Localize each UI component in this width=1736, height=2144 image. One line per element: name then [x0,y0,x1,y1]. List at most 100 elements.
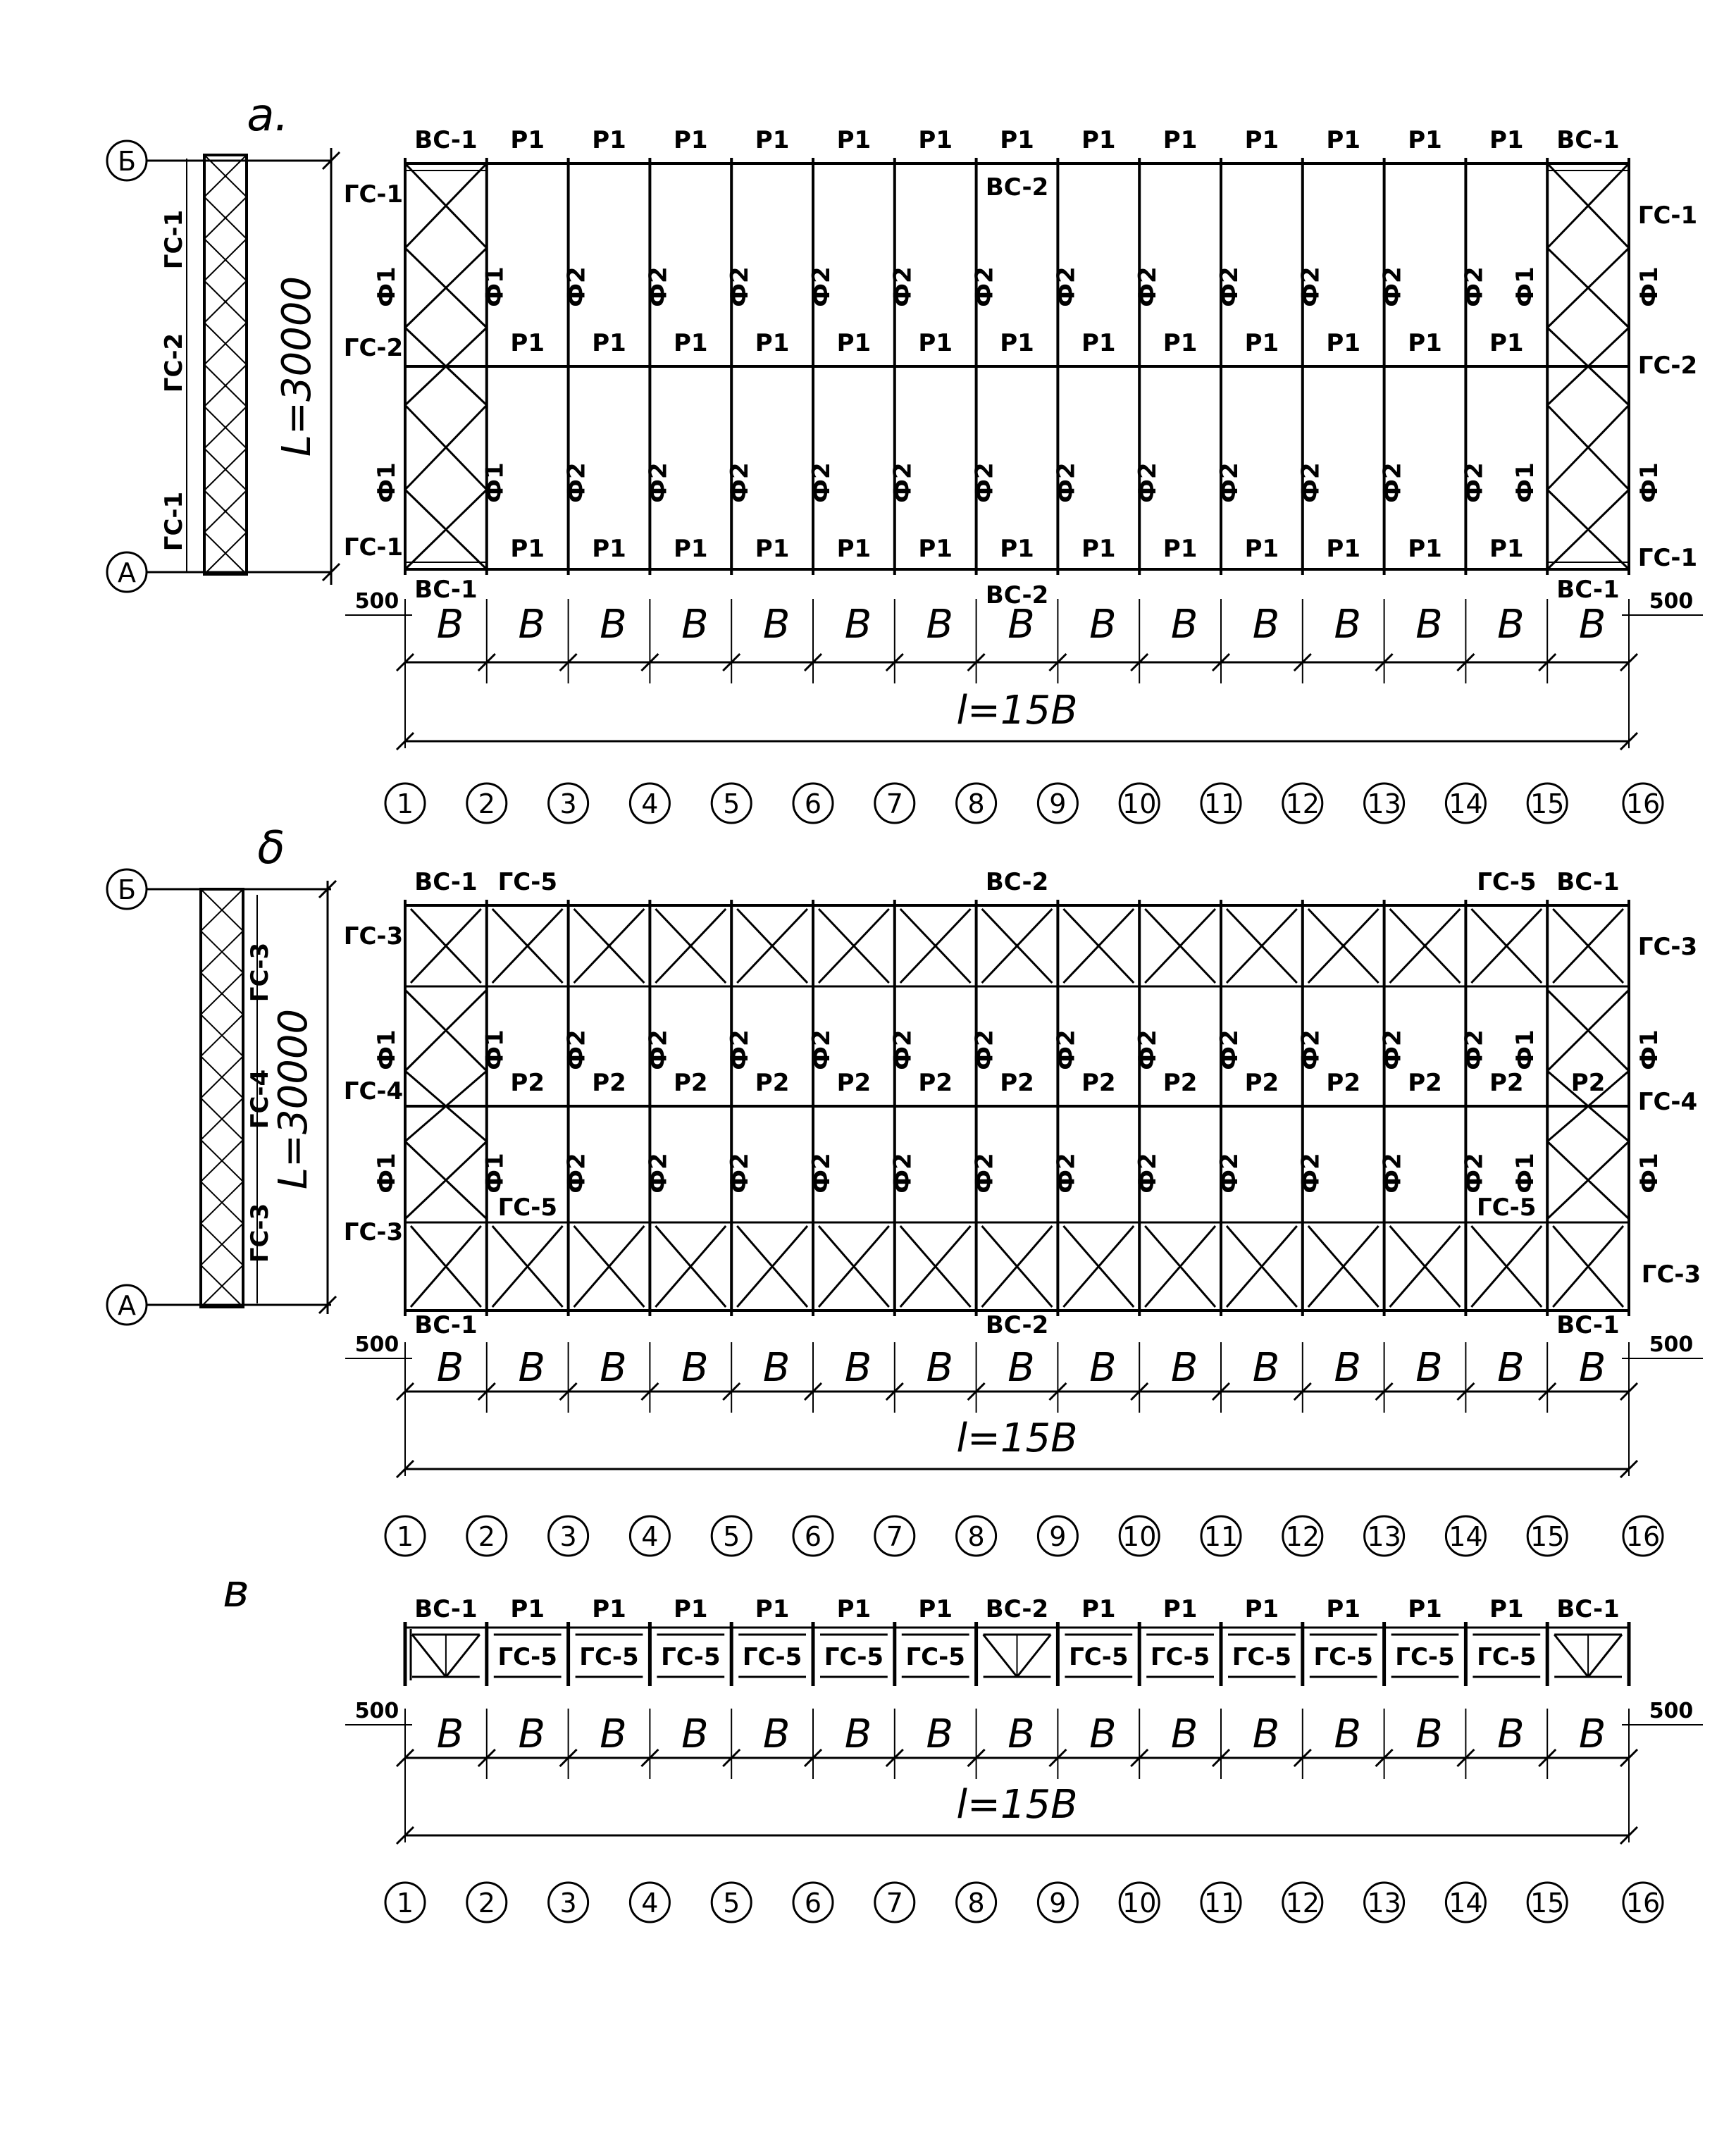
gs2-label: ГС-2 [1638,352,1697,380]
length-label: l=15B [956,688,1077,733]
axis-bubble-2 [466,782,508,824]
vs1-label: BC-1 [1556,576,1619,604]
p1-label: P1 [1489,535,1524,563]
axis-bubble-11 [1200,1515,1242,1557]
f-label: Ф2 [1134,1153,1162,1193]
f-label: Ф2 [1297,1153,1325,1193]
f-label: Ф2 [644,1029,672,1070]
elevation-brace [204,364,247,407]
vs1-label: BC-1 [414,126,477,154]
axis-bubble-16 [1622,1515,1664,1557]
cross-brace [404,1140,488,1220]
axis-bubble-14 [1444,1881,1487,1923]
axis-label-7: 7 [886,1888,903,1919]
gs1-label: ГС-1 [344,180,403,209]
cross-brace [404,162,488,249]
span-label-b: B [1579,1711,1606,1757]
horizontal-brace [1389,1225,1461,1308]
cross-brace [1546,162,1630,249]
f-label: Ф2 [1215,266,1244,306]
f-label: Ф2 [971,266,999,306]
f-label: Ф1 [481,1153,509,1193]
span-label-b: B [1497,1711,1524,1757]
gs5-label: ГС-5 [1477,868,1536,896]
axis-label-15: 15 [1530,1521,1564,1552]
f-label: Ф2 [644,462,672,502]
axis-bubble-7 [874,782,916,824]
cross-brace [404,326,488,407]
f-label: Ф2 [807,462,836,502]
gs5-label: ГС-5 [498,1643,557,1671]
horizontal-brace [1062,1225,1135,1308]
f-label: Ф2 [807,1029,836,1070]
axis-label-5: 5 [723,1888,740,1919]
axis-label-3: 3 [560,1888,577,1919]
axis-label-1: 1 [397,1521,414,1552]
p1-label: P1 [1408,126,1442,154]
p2-label: P2 [837,1069,872,1097]
vertical-brace [445,1634,480,1678]
f-label: Ф2 [1460,1029,1488,1070]
elevation-brace [204,322,247,366]
p1-label: P1 [1081,535,1116,563]
elevation-brace [204,447,247,491]
axis-label-3: 3 [560,1521,577,1552]
span-label-b: B [926,602,953,647]
p1-label: P1 [918,126,953,154]
f-label: Ф2 [1134,266,1162,306]
horizontal-brace [491,907,564,984]
vs2-label: BC-2 [986,581,1048,609]
gs1-label: ГС-1 [1638,544,1697,572]
p1-label: P1 [1489,1595,1524,1623]
gs5-label: ГС-5 [1395,1643,1454,1671]
horizontal-brace [409,907,482,984]
axis-label-14: 14 [1449,1888,1482,1919]
axis-bubble-12 [1282,1881,1324,1923]
axis-label-top: Б [118,146,136,177]
span-label-b: B [763,1345,790,1391]
span-label-b: B [1008,1711,1034,1757]
f-label: Ф2 [971,1029,999,1070]
cross-brace [1546,1140,1630,1220]
axis-label-13: 13 [1367,788,1401,819]
p1-label: P1 [592,1595,626,1623]
axis-label-7: 7 [886,1521,903,1552]
p1-label: P1 [837,535,872,563]
f-label: Ф2 [1379,1029,1407,1070]
horizontal-brace [1389,907,1461,984]
horizontal-brace [981,907,1053,984]
cross-brace [404,404,488,491]
span-label-b: B [1089,1711,1116,1757]
horizontal-brace [409,1225,482,1308]
axis-label-14: 14 [1449,788,1482,819]
p1-label: P1 [592,329,626,357]
gs5-label: ГС-5 [1069,1643,1128,1671]
axis-label-top: Б [118,874,136,905]
p1-label: P1 [1163,1595,1198,1623]
p1-label: P1 [510,329,545,357]
horizontal-brace [1144,1225,1217,1308]
vs2-label: BC-2 [986,173,1048,202]
axis-label-4: 4 [641,788,658,819]
f1-label-left: Ф1 [373,462,401,502]
horizontal-brace [899,907,972,984]
horizontal-brace [491,1225,564,1308]
axis-label-6: 6 [805,1888,822,1919]
elevation-brace [200,1139,244,1182]
vs1-label: BC-1 [414,576,477,604]
f-label: Ф2 [807,266,836,306]
gs5-label: ГС-5 [824,1643,884,1671]
p1-label: P1 [1326,535,1360,563]
p2-label: P2 [1489,1069,1524,1097]
p1-label: P1 [755,1595,790,1623]
axis-label-11: 11 [1204,1888,1238,1919]
span-label-b: B [1334,1345,1360,1391]
span-label-b: B [1253,1345,1279,1391]
vertical-brace [1587,1634,1623,1678]
f-label: Ф2 [1052,1029,1080,1070]
p1-label: P1 [755,329,790,357]
p2-label: P2 [1163,1069,1198,1097]
p2-label: P2 [755,1069,790,1097]
gs5-label: ГС-5 [498,868,557,896]
span-label-b: B [845,1345,872,1391]
